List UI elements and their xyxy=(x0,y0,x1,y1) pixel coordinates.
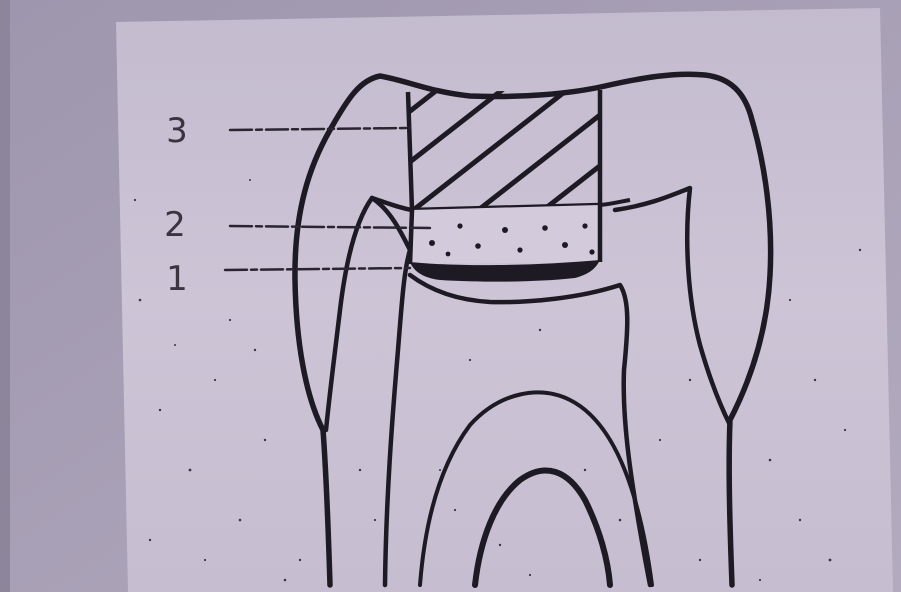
label-layer-2: 2 xyxy=(164,208,186,242)
label-layer-3: 3 xyxy=(166,114,188,148)
label-layer-1: 1 xyxy=(166,262,188,296)
restoration-layer-3 xyxy=(408,90,600,210)
restoration-layer-2 xyxy=(410,205,600,264)
